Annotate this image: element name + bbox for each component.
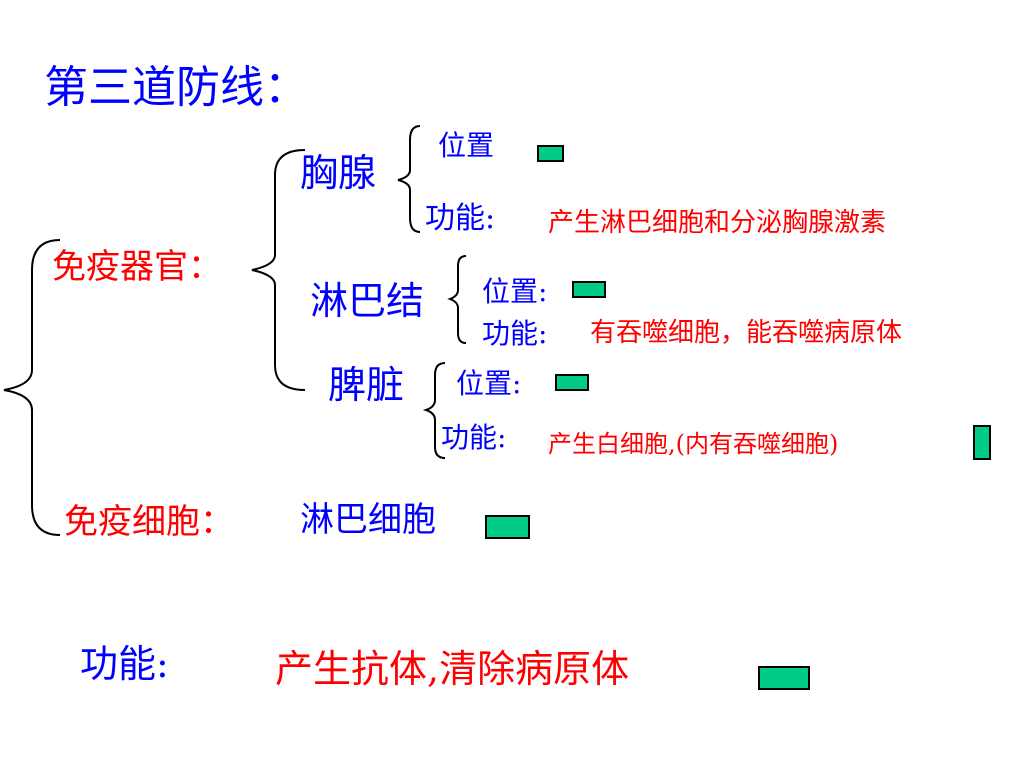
spleen-brace	[422, 362, 446, 459]
thymus-function-text: 产生淋巴细胞和分泌胸腺激素	[548, 208, 887, 238]
lymph-position-box	[572, 281, 606, 298]
cells-label: 免疫细胞：	[64, 502, 234, 542]
spleen-name: 脾脏	[328, 363, 405, 407]
organs-label: 免疫器官：	[52, 247, 222, 287]
function-value: 产生抗体,清除病原体	[275, 647, 630, 691]
thymus-position-label: 位置	[438, 129, 495, 162]
thymus-function-label: 功能:	[425, 201, 496, 236]
lymph-function-label: 功能:	[482, 317, 548, 350]
thymus-name: 胸腺	[300, 151, 377, 195]
spleen-function-box	[973, 425, 991, 460]
spleen-function-label: 功能:	[441, 421, 507, 454]
function-label: 功能:	[80, 642, 169, 686]
cells-box	[485, 515, 530, 539]
lymph-brace	[447, 255, 467, 344]
lymph-node-name: 淋巴结	[310, 279, 425, 323]
lymph-function-text: 有吞噬细胞，能吞噬病原体	[590, 318, 903, 348]
function-box	[758, 666, 810, 690]
page-title: 第三道防线：	[44, 62, 308, 113]
spleen-function-text: 产生白细胞,(内有吞噬细胞)	[548, 430, 839, 458]
outer-brace	[3, 239, 61, 536]
lymph-position-label: 位置:	[482, 275, 548, 308]
spleen-position-label: 位置:	[456, 367, 522, 400]
spleen-position-box	[555, 374, 589, 391]
organs-brace	[251, 149, 306, 391]
thymus-position-box	[537, 145, 564, 162]
thymus-brace	[397, 125, 421, 233]
cells-value: 淋巴细胞	[300, 500, 436, 540]
